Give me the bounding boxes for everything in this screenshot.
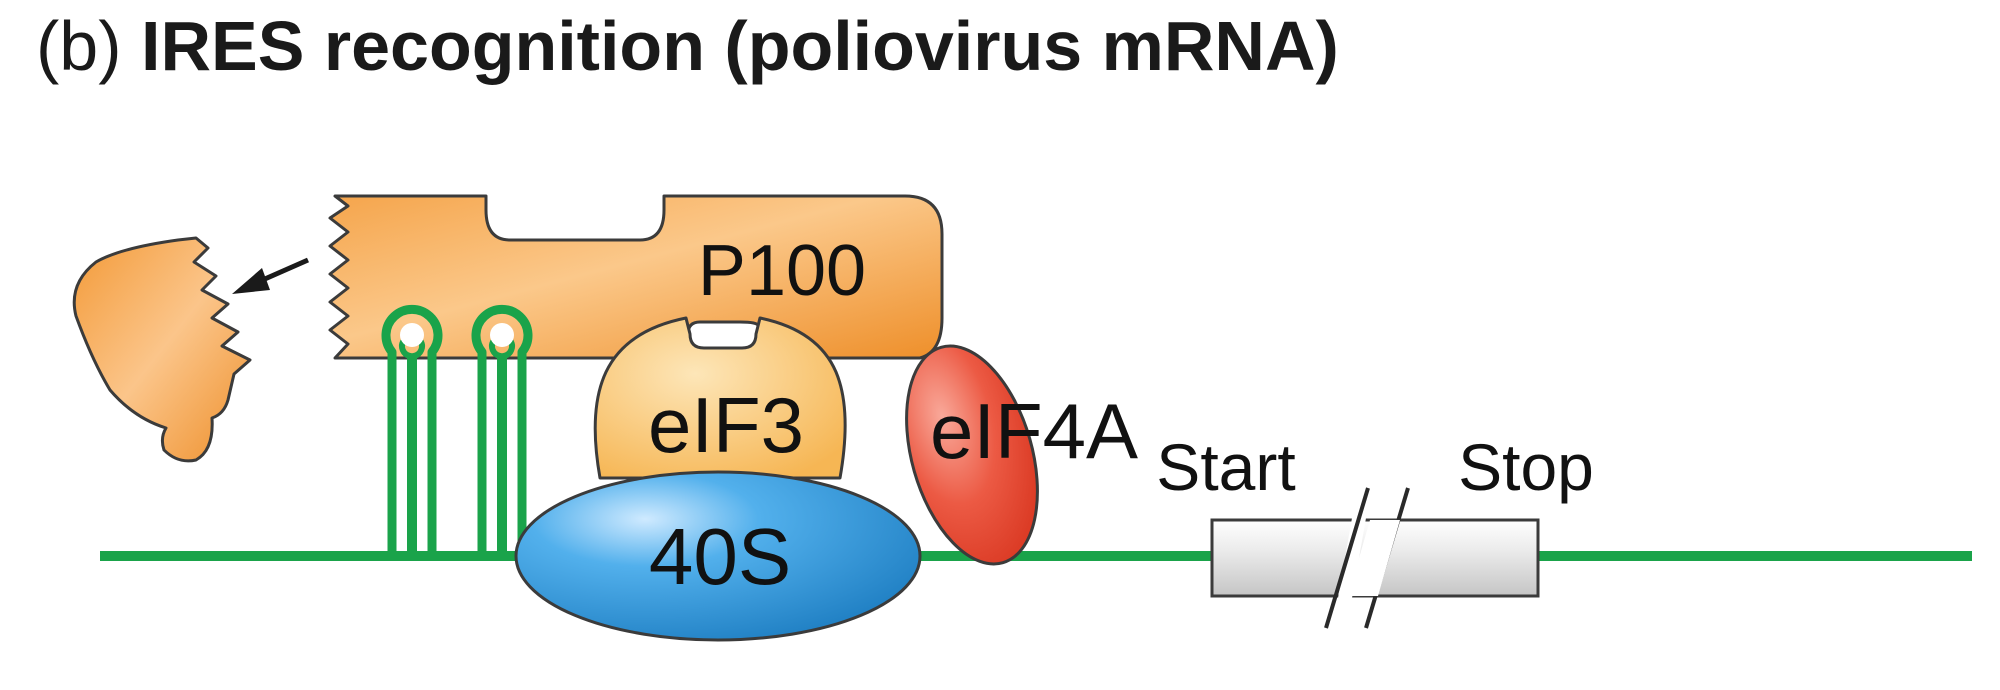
- eif3-label: eIF3: [648, 381, 804, 469]
- p100-fragment: [72, 236, 252, 463]
- ribosome-40s: 40S: [514, 470, 922, 642]
- coding-region: [1210, 487, 1540, 629]
- stop-codon-label: Stop: [1458, 430, 1594, 504]
- figure-title-text: IRES recognition (poliovirus mRNA): [141, 7, 1339, 85]
- eif4a-factor: eIF4A: [905, 344, 1138, 566]
- start-codon-label: Start: [1156, 430, 1295, 504]
- ribosome-label: 40S: [649, 512, 791, 601]
- figure-panel-letter: (b): [36, 7, 122, 85]
- eif4a-label: eIF4A: [930, 387, 1138, 475]
- p100-label: P100: [698, 231, 866, 311]
- figure-title: (b) IRES recognition (poliovirus mRNA): [36, 6, 1339, 86]
- ires-stem-loops: [381, 304, 533, 551]
- eif3-factor: eIF3: [593, 316, 847, 480]
- cleavage-arrow: [232, 257, 310, 294]
